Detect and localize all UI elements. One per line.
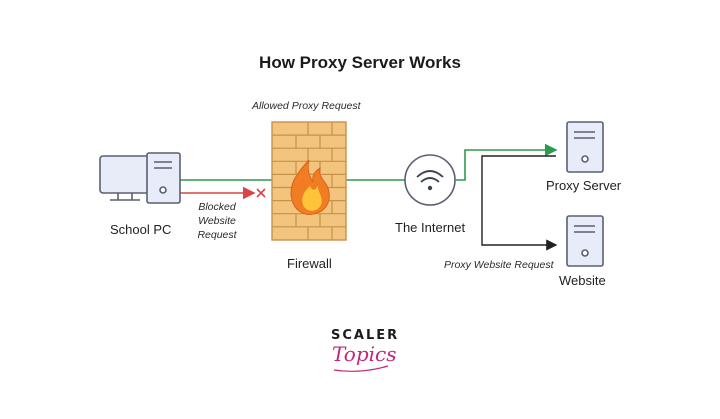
internet-wifi-icon xyxy=(404,154,456,206)
internet-label: The Internet xyxy=(395,220,466,235)
internet-to-proxy-line xyxy=(456,143,558,181)
firewall-label: Firewall xyxy=(287,256,332,271)
proxy-server-icon xyxy=(566,121,604,173)
blocked-label-line-2: Website xyxy=(198,215,236,227)
school-pc-icon xyxy=(99,152,181,204)
brand-scaler-text: SCALER xyxy=(331,328,400,343)
brand-topics-text: Topics xyxy=(332,342,397,366)
flame-icon xyxy=(290,159,330,215)
proxy-server-label: Proxy Server xyxy=(546,178,622,193)
blocked-label-line-1: Blocked xyxy=(198,201,236,213)
brand-swoosh xyxy=(333,365,389,372)
website-label: Website xyxy=(559,273,606,288)
blocked-website-request-label: Blocked Website Request xyxy=(190,200,244,242)
website-server-icon xyxy=(566,215,604,267)
proxy-website-request-label: Proxy Website Request xyxy=(444,259,554,271)
proxy-website-request-line xyxy=(481,155,558,251)
diagram-title: How Proxy Server Works xyxy=(259,53,461,72)
school-pc-label: School PC xyxy=(110,222,172,237)
blocked-label-line-3: Request xyxy=(197,229,237,241)
allowed-proxy-request-label: Allowed Proxy Request xyxy=(252,100,361,112)
blocked-x-icon xyxy=(256,188,266,198)
